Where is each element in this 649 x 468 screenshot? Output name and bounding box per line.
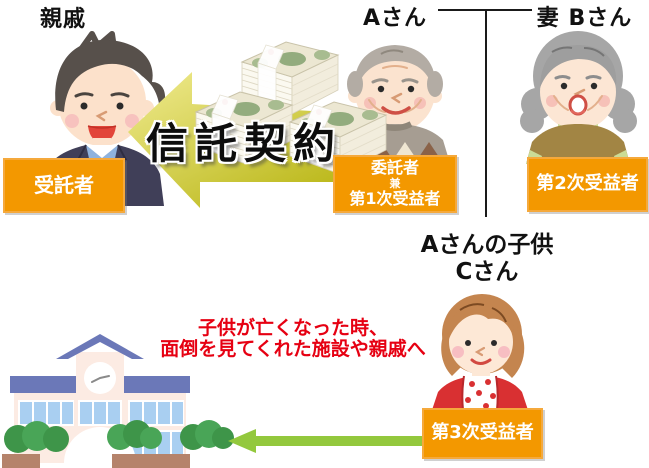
label-child-line1: Aさんの子供 [420, 232, 554, 258]
inheritance-note-line1: 子供が亡くなった時、 [197, 317, 388, 339]
elderly-woman-illustration [520, 31, 637, 164]
third-beneficiary-label: 第3次受益者 [431, 422, 534, 444]
facility-building-illustration [2, 334, 234, 468]
inheritance-note-line2: 面倒を見てくれた施設や親戚へ [160, 338, 426, 360]
second-beneficiary-label: 第2次受益者 [536, 173, 639, 195]
connector-vertical [485, 9, 487, 217]
settlor-label-line1: 委託者 [370, 158, 419, 178]
label-child-c-san: Aさんの子供 Cさん [398, 232, 576, 286]
inheritance-note: 子供が亡くなった時、 面倒を見てくれた施設や親戚へ [128, 318, 458, 360]
settlor-box: 委託者 兼 第1次受益者 [333, 155, 457, 213]
settlor-label-line3: 第1次受益者 [349, 189, 441, 209]
benefit-arrow [228, 429, 423, 453]
second-beneficiary-box: 第2次受益者 [527, 157, 648, 212]
trust-arrow-label: 信託契約 [146, 119, 343, 168]
label-wife-b-san: 妻 Bさん [536, 6, 633, 31]
trustee-label: 受託者 [34, 173, 94, 197]
label-a-san: Aさん [362, 6, 428, 31]
label-child-line2: Cさん [455, 259, 519, 285]
label-relative: 親戚 [39, 7, 86, 32]
third-beneficiary-box: 第3次受益者 [422, 408, 543, 459]
daughter-illustration [432, 294, 528, 410]
settlor-label-line2: 兼 [389, 176, 401, 190]
trustee-box: 受託者 [3, 158, 125, 213]
